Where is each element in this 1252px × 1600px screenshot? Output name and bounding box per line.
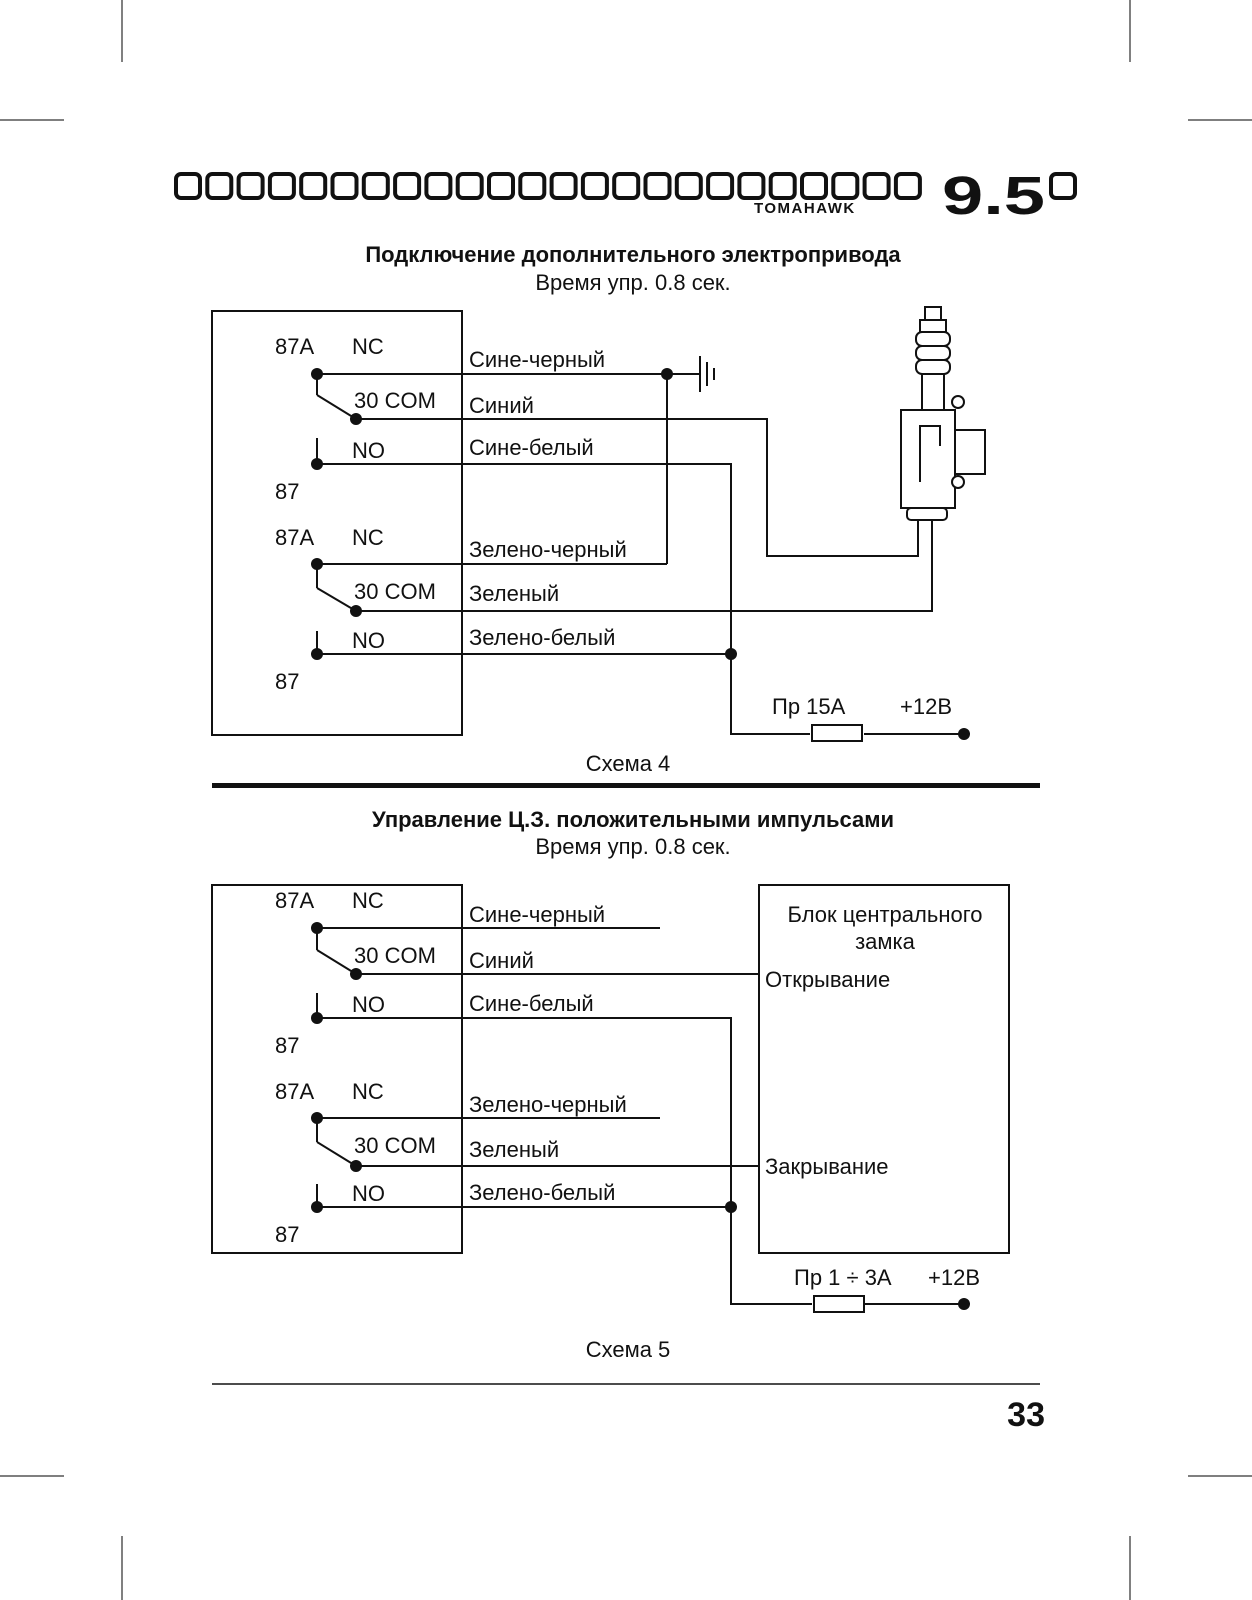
relay-1-no-pin: 87: [275, 1033, 299, 1058]
header-square: [393, 172, 422, 200]
junction-dots: [311, 368, 970, 740]
header-square: [236, 172, 265, 200]
wire-label-green: Зеленый: [469, 1137, 559, 1162]
relay-2-no-label: NO: [352, 628, 385, 653]
junction-dots: [311, 922, 970, 1310]
relay-module-box: [211, 884, 463, 1254]
header-square: [800, 172, 828, 200]
header-square: [1049, 172, 1077, 200]
page-number: 33: [1007, 1396, 1045, 1434]
relay-1-com-label: 30 COM: [354, 388, 436, 413]
header-square: [674, 172, 703, 200]
relay-contacts: [316, 374, 357, 654]
relay-2-com-label: 30 COM: [354, 579, 436, 604]
header-square: [174, 172, 202, 200]
wire-label-green-white: Зелено-белый: [469, 625, 615, 650]
header-square: [205, 172, 234, 200]
wire-label-blue: Синий: [469, 948, 534, 973]
header-square: [455, 172, 484, 200]
ground-icon: [699, 356, 715, 392]
diagram-5-caption: Схема 5: [586, 1337, 671, 1362]
relay-1-com-label: 30 COM: [354, 943, 436, 968]
diagram-4-caption: Схема 4: [586, 751, 671, 776]
fuse-label: Пр 1 ÷ 3А: [794, 1265, 892, 1290]
relay-2-com-label: 30 COM: [354, 1133, 436, 1158]
section-divider: [212, 783, 1040, 788]
header-square: [862, 172, 891, 200]
wire-label-blue-black: Сине-черный: [469, 347, 605, 372]
header-square: [487, 172, 515, 200]
wire-label-blue-white: Сине-белый: [469, 435, 594, 460]
close-input-label: Закрывание: [765, 1154, 889, 1179]
wire-label-blue-black: Сине-черный: [469, 902, 605, 927]
relay-2-no-pin: 87: [275, 1222, 299, 1247]
relay-2-nc-pin: 87A: [275, 1079, 314, 1104]
diagram-4: Подключение дополнительного электроприво…: [211, 242, 986, 776]
fuse-icon: [813, 1295, 865, 1313]
header-logo: TOMAHAWK 9.5: [754, 166, 1045, 226]
header-square: [299, 172, 328, 200]
model-number: 9.5: [942, 166, 1045, 226]
wire-label-green-black: Зелено-черный: [469, 1092, 627, 1117]
relay-1-nc-label: NC: [352, 334, 384, 359]
relay-1-nc-pin: 87A: [275, 334, 314, 359]
header-square: [518, 172, 547, 200]
power-label: +12В: [900, 694, 952, 719]
door-actuator-icon: [900, 306, 986, 521]
relay-module-box: [211, 310, 463, 736]
central-lock-block: [758, 884, 1010, 1254]
header-decoration: [174, 172, 1077, 200]
relay-1-nc-pin: 87A: [275, 888, 314, 913]
relay-2-nc-label: NC: [352, 1079, 384, 1104]
open-input-label: Открывание: [765, 967, 890, 992]
central-lock-title-line2: замка: [855, 929, 916, 954]
header-square: [361, 172, 390, 200]
wire-label-green-white: Зелено-белый: [469, 1180, 615, 1205]
diagram-4-title: Подключение дополнительного электроприво…: [365, 242, 901, 267]
relay-1-no-label: NO: [352, 992, 385, 1017]
header-square: [612, 172, 641, 200]
header-square: [549, 172, 578, 200]
diagram-5: Управление Ц.З. положительными импульсам…: [211, 807, 1010, 1362]
header-square: [768, 172, 797, 200]
diagram-4-subtitle: Время упр. 0.8 сек.: [535, 270, 730, 295]
relay-2-no-label: NO: [352, 1181, 385, 1206]
header-square: [580, 172, 609, 200]
brand-name: TOMAHAWK: [754, 200, 856, 217]
wire-label-blue-white: Сине-белый: [469, 991, 594, 1016]
relay-1-no-label: NO: [352, 438, 385, 463]
wire-label-blue: Синий: [469, 393, 534, 418]
wires: [317, 927, 964, 1305]
header-square: [643, 172, 672, 200]
fuse-label: Пр 15А: [772, 694, 846, 719]
header-square: [424, 172, 453, 200]
header-square: [330, 172, 359, 200]
relay-2-nc-pin: 87A: [275, 525, 314, 550]
diagram-5-subtitle: Время упр. 0.8 сек.: [535, 834, 730, 859]
relay-2-nc-label: NC: [352, 525, 384, 550]
power-label: +12В: [928, 1265, 980, 1290]
header-square: [831, 172, 860, 200]
header-square: [737, 172, 766, 200]
wires: [317, 373, 964, 735]
header-square: [893, 172, 922, 200]
header-square: [706, 172, 735, 200]
relay-2-no-pin: 87: [275, 669, 299, 694]
diagram-5-title: Управление Ц.З. положительными импульсам…: [372, 807, 894, 832]
relay-1-nc-label: NC: [352, 888, 384, 913]
wire-label-green: Зеленый: [469, 581, 559, 606]
fuse-icon: [811, 724, 863, 742]
header-square: [267, 172, 296, 200]
wire-label-green-black: Зелено-черный: [469, 537, 627, 562]
central-lock-title-line1: Блок центрального: [788, 902, 983, 927]
relay-1-no-pin: 87: [275, 479, 299, 504]
